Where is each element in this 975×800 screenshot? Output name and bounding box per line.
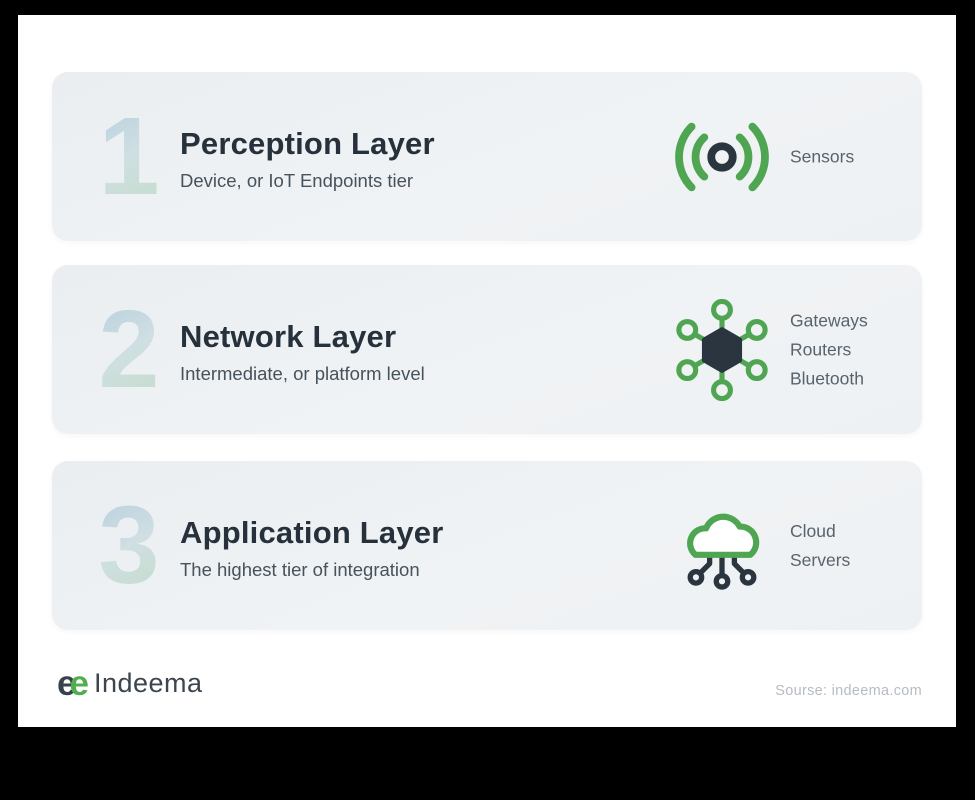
network-hub-icon (666, 294, 778, 406)
network-hub-icon-svg (676, 298, 768, 401)
layer-subtitle: Device, or IoT Endpoints tier (180, 169, 414, 191)
cloud-network-icon (669, 496, 775, 596)
layer-number: 3 (74, 490, 184, 601)
layer-number: 2 (74, 294, 184, 405)
layer-card-application: 3 Application Layer The highest tier of … (52, 461, 922, 630)
signal-sensor-icon-svg (675, 122, 769, 191)
layer-title: Application Layer (180, 514, 444, 550)
layer-card-network: 2 Network Layer Intermediate, or platfor… (52, 265, 922, 434)
layer-title: Perception Layer (180, 125, 435, 161)
icon-label: Bluetooth (790, 368, 864, 388)
indeema-logo-mark-icon: e e (57, 666, 89, 701)
infographic-canvas: 1 Perception Layer Device, or IoT Endpoi… (18, 15, 956, 727)
layer-text-block: Network Layer Intermediate, or platform … (180, 318, 425, 384)
icon-label: Gateways (790, 310, 868, 330)
logo-e-green-icon: e (69, 663, 89, 703)
layer-subtitle: The highest tier of integration (180, 558, 420, 580)
icon-label: Cloud (790, 520, 836, 541)
icon-label: Sensors (790, 146, 855, 166)
icon-label: Routers (790, 339, 852, 359)
layer-subtitle: Intermediate, or platform level (180, 362, 425, 384)
icon-label-list: Sensors (790, 142, 854, 171)
icon-label: Servers (790, 549, 851, 570)
layer-card-perception: 1 Perception Layer Device, or IoT Endpoi… (52, 72, 922, 241)
layer-number: 1 (74, 101, 184, 212)
signal-sensor-icon (661, 114, 783, 200)
source-attribution-text: Sourse: indeema.com (775, 683, 922, 699)
layer-title: Network Layer (180, 318, 397, 354)
logo-wordmark: Indeema (93, 667, 203, 698)
logo-e-dark-icon: e (57, 663, 77, 703)
icon-label-list: Gateways Routers Bluetooth (790, 306, 868, 393)
indeema-logo: e e Indeema (57, 663, 203, 703)
icon-label-list: Cloud Servers (790, 517, 850, 575)
cloud-network-icon-svg (687, 513, 760, 590)
layer-text-block: Application Layer The highest tier of in… (180, 514, 444, 580)
layer-text-block: Perception Layer Device, or IoT Endpoint… (180, 125, 435, 191)
